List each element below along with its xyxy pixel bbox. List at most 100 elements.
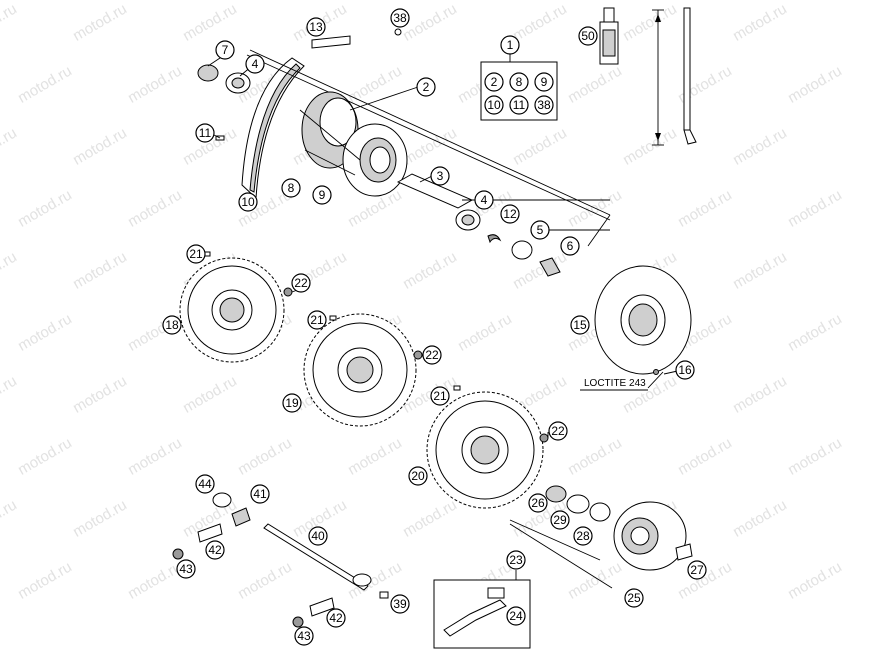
callout-19: 19 [282,393,302,413]
callout-22-c: 22 [548,421,568,441]
callout-22-a: 22 [291,273,311,293]
svg-text:10: 10 [241,195,255,209]
svg-text:40: 40 [311,529,325,543]
callout-38-top: 38 [390,8,410,28]
svg-text:11: 11 [199,126,212,140]
callout-11: 11 [195,123,215,143]
sprocket-19-drawing [303,313,417,427]
callout-29: 29 [550,510,570,530]
callout-8: 8 [281,178,301,198]
svg-text:8: 8 [516,75,523,89]
svg-text:38: 38 [537,98,551,112]
svg-text:21: 21 [433,389,447,403]
kit-callout-8: 8 [509,72,529,92]
callout-26: 26 [528,493,548,513]
svg-text:4: 4 [252,57,259,71]
callouts: 1 2 3 4 4 5 6 7 8 9 10 11 12 13 38 50 2 … [162,8,707,646]
callout-39: 39 [390,594,410,614]
callout-25: 25 [624,588,644,608]
spoke-rod-drawing [652,7,697,146]
svg-text:28: 28 [576,529,590,543]
svg-text:11: 11 [513,98,526,112]
svg-text:13: 13 [309,20,323,34]
callout-9: 9 [312,185,332,205]
svg-text:22: 22 [294,276,308,290]
callout-10: 10 [238,192,258,212]
svg-text:44: 44 [198,477,212,491]
callout-7: 7 [215,40,235,60]
callout-3: 3 [430,166,450,186]
callout-42-b: 42 [326,608,346,628]
spacers-drawing [396,173,561,277]
kit-callout-38: 38 [534,95,554,115]
callout-42-a: 42 [205,540,225,560]
tire-sealant-bottle-drawing [599,7,619,65]
svg-text:6: 6 [567,239,574,253]
svg-text:24: 24 [509,609,523,623]
svg-text:8: 8 [288,181,295,195]
svg-text:21: 21 [189,247,203,261]
kit-callout-9: 9 [534,72,554,92]
callout-20: 20 [408,466,428,486]
callout-6: 6 [560,236,580,256]
callout-5: 5 [530,220,550,240]
kit-callout-2: 2 [484,72,504,92]
callout-50: 50 [578,26,598,46]
svg-text:22: 22 [551,424,565,438]
svg-text:16: 16 [678,363,692,377]
rim-drawing [241,49,611,221]
svg-text:12: 12 [503,207,517,221]
svg-text:43: 43 [179,562,193,576]
svg-text:15: 15 [573,318,587,332]
svg-text:5: 5 [537,223,544,237]
callout-27: 27 [687,560,707,580]
bearings-top-drawing [197,28,402,141]
svg-text:9: 9 [319,188,326,202]
callout-16: 16 [675,360,695,380]
svg-text:7: 7 [222,43,229,57]
svg-text:19: 19 [285,396,299,410]
callout-28: 28 [573,526,593,546]
svg-text:38: 38 [393,11,407,25]
callout-43-b: 43 [294,626,314,646]
callout-4: 4 [474,190,494,210]
brake-disc-drawing [580,265,692,391]
callout-21-b: 21 [307,310,327,330]
svg-text:43: 43 [297,629,311,643]
svg-text:42: 42 [329,611,343,625]
svg-text:22: 22 [425,348,439,362]
svg-text:21: 21 [310,313,324,327]
svg-text:27: 27 [690,563,704,577]
svg-text:29: 29 [553,513,567,527]
callout-24: 24 [506,606,526,626]
kit-callout-10: 10 [484,95,504,115]
callout-15: 15 [570,315,590,335]
svg-text:1: 1 [507,38,514,52]
svg-text:10: 10 [487,98,501,112]
sprocket-bolts-drawing [203,251,549,443]
sprocket-20-drawing [426,391,544,509]
svg-text:25: 25 [627,591,641,605]
callout-43-a: 43 [176,559,196,579]
callout-4-top: 4 [245,54,265,74]
callout-21-a: 21 [186,244,206,264]
svg-text:4: 4 [481,193,488,207]
kit-callout-11: 11 [509,95,529,115]
loctite-label: LOCTITE 243 [584,378,646,389]
hub-drawing [299,91,408,197]
svg-text:3: 3 [437,169,444,183]
callout-2: 2 [416,77,436,97]
callout-22-b: 22 [422,345,442,365]
svg-text:2: 2 [423,80,430,94]
svg-text:39: 39 [393,597,407,611]
svg-text:18: 18 [165,318,179,332]
callout-41: 41 [250,484,270,504]
svg-text:2: 2 [491,75,498,89]
callout-21-c: 21 [430,386,450,406]
callout-23: 23 [506,550,526,570]
callout-44: 44 [195,474,215,494]
callout-1: 1 [500,35,520,55]
sprocket-carrier-drawing [509,485,693,589]
svg-text:20: 20 [411,469,425,483]
